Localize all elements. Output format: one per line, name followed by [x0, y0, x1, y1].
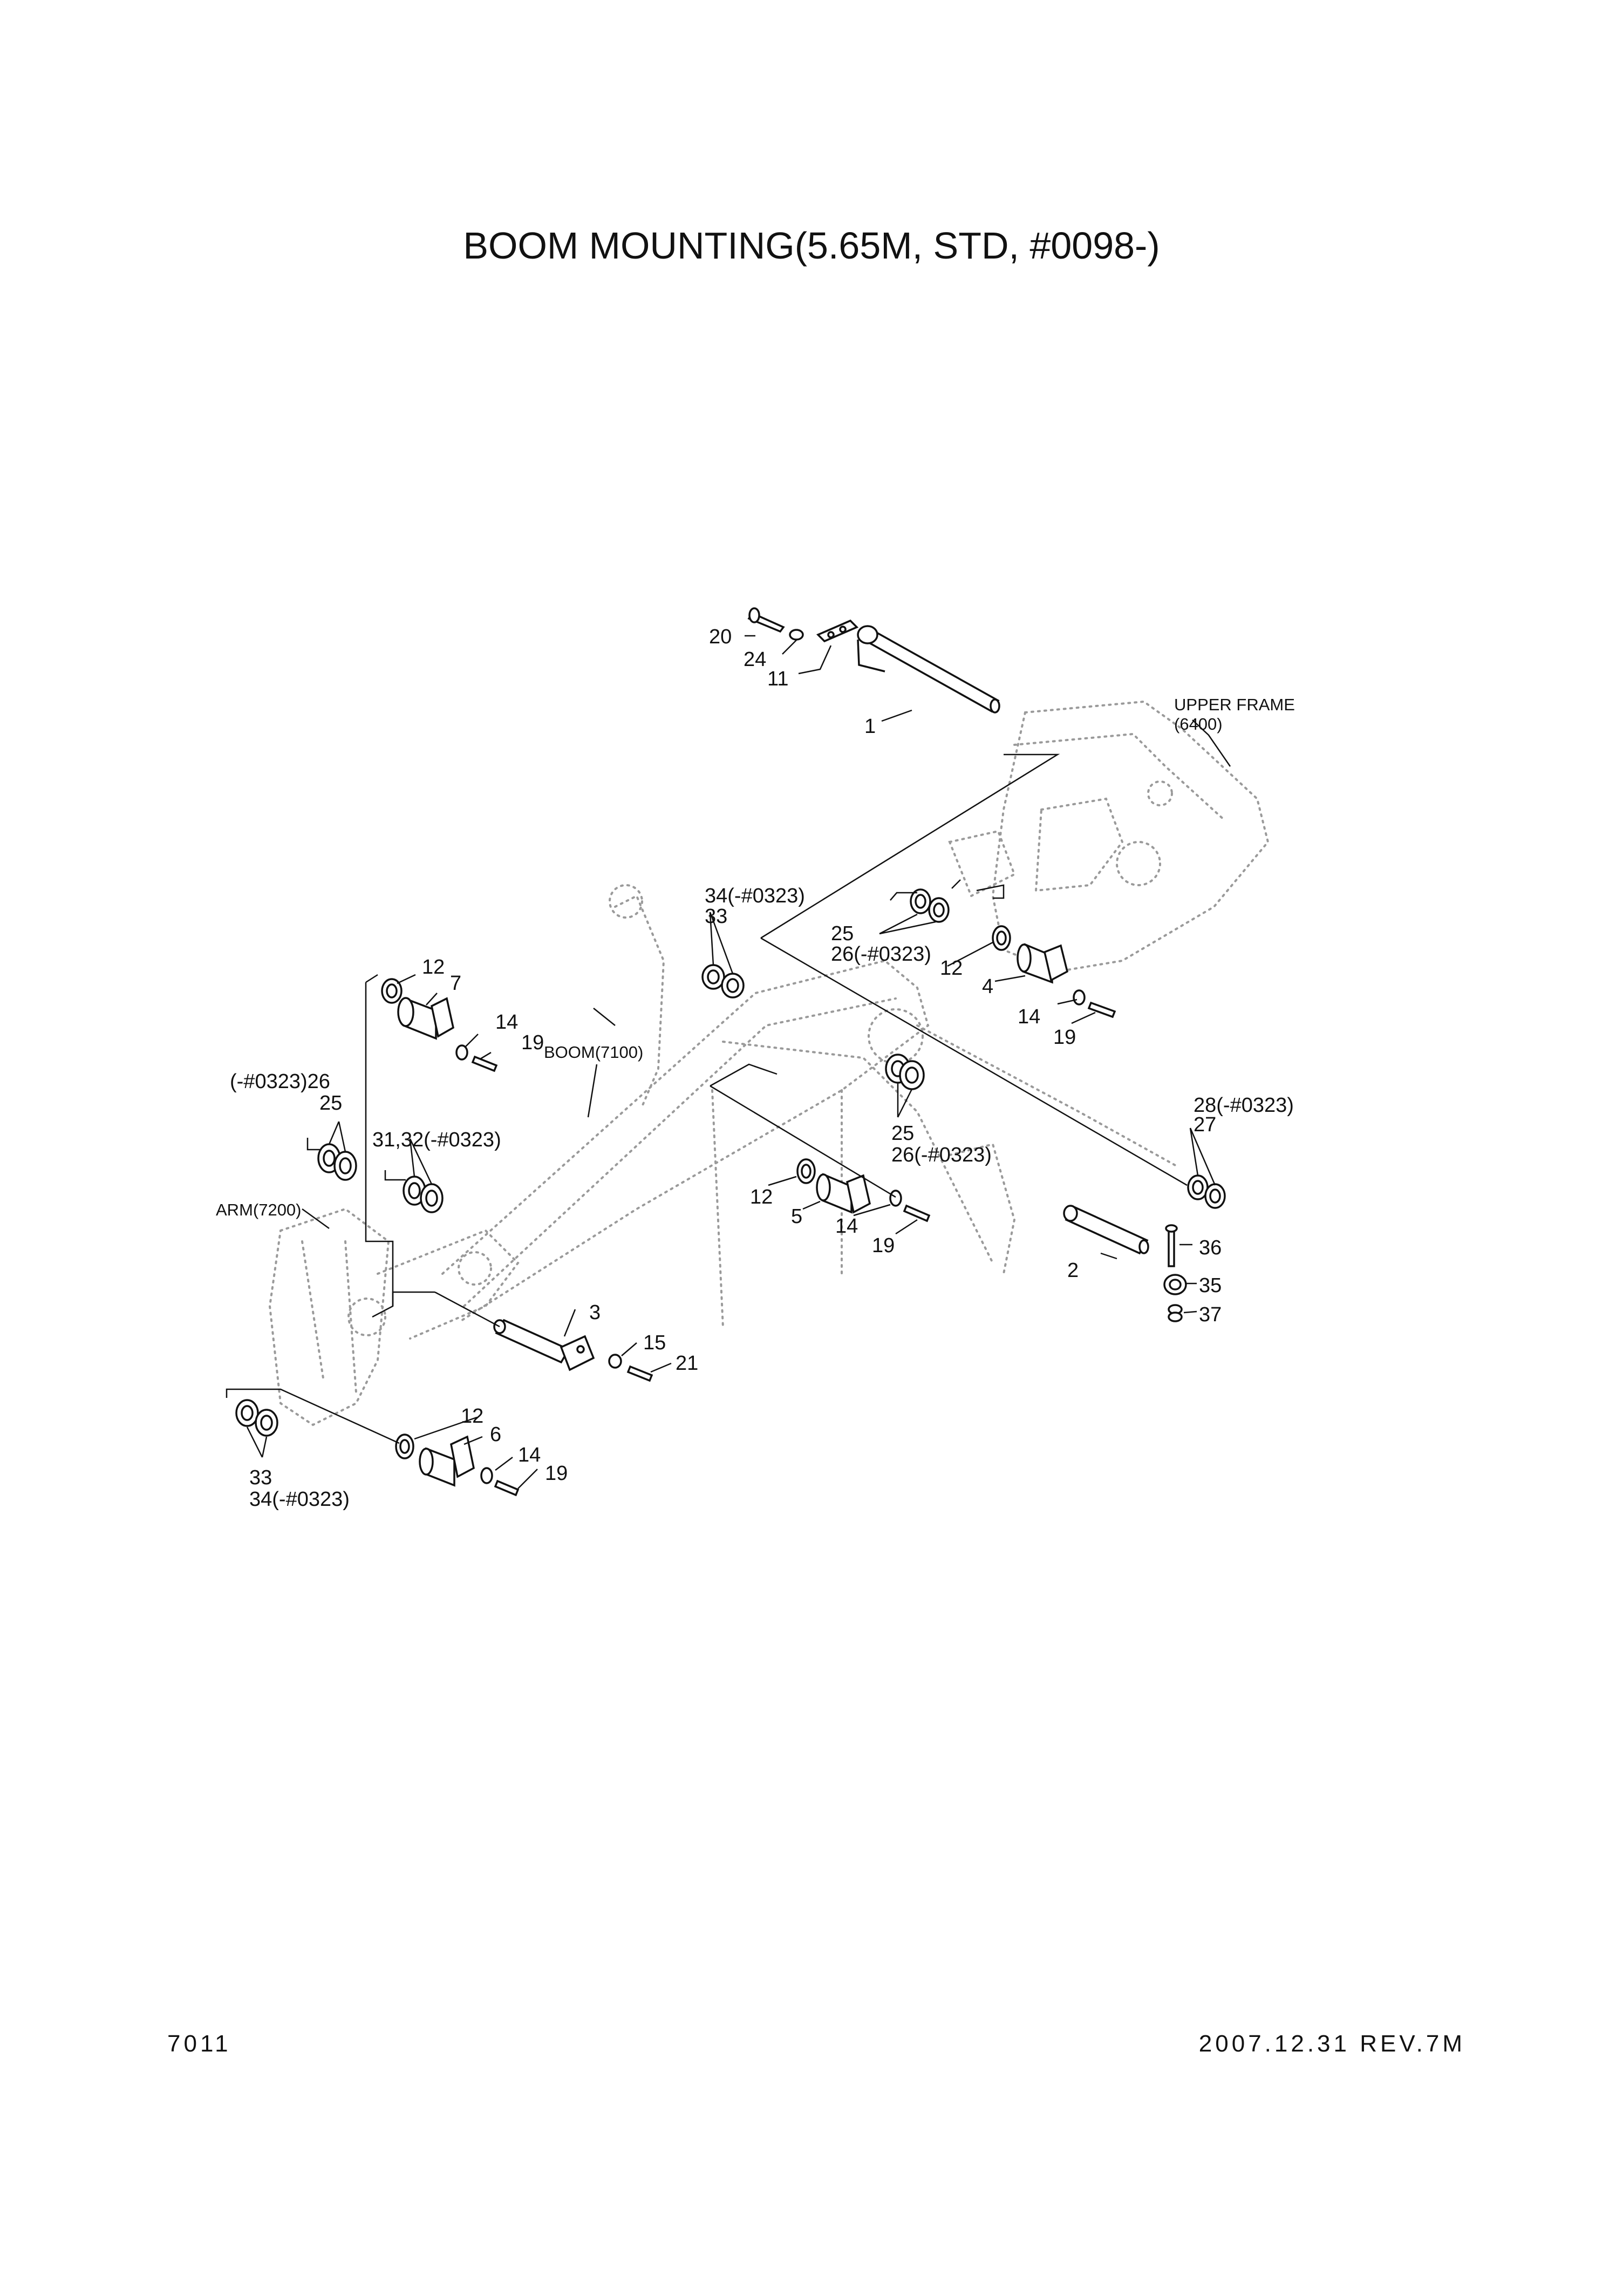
- bolt-19-mid: [903, 1204, 931, 1222]
- pin-6: [419, 1435, 475, 1487]
- plate-11: [816, 619, 859, 643]
- callout-19-mid: 19: [872, 1234, 895, 1257]
- callout-15: 15: [643, 1332, 666, 1354]
- bolt-21: [626, 1365, 653, 1382]
- callout-14-mid: 14: [835, 1215, 858, 1238]
- callout-2: 2: [1067, 1259, 1079, 1282]
- callout-19-right: 19: [1053, 1026, 1076, 1049]
- washer-12-right: [992, 925, 1011, 951]
- upper-frame-outline: [948, 700, 1270, 973]
- callout-11: 11: [767, 668, 788, 690]
- callout-28: 28(-#0323): [1194, 1094, 1294, 1117]
- page-title: BOOM MOUNTING(5.65M, STD, #0098-): [463, 225, 1160, 267]
- callout-27: 27: [1194, 1113, 1216, 1136]
- washer-pair-27-28: [1187, 1174, 1226, 1209]
- callout-19-b: 19: [545, 1462, 568, 1485]
- callout-6: 6: [490, 1423, 501, 1446]
- callout-20: 20: [709, 626, 732, 648]
- callout-12-a: 12: [422, 956, 445, 979]
- bolt-36: [1165, 1224, 1178, 1267]
- collar-35: [1163, 1274, 1187, 1295]
- pin-7: [397, 997, 454, 1040]
- washer-14-b: [480, 1467, 493, 1484]
- upper-frame-ref-label: (6400): [1174, 715, 1223, 733]
- washer-pair-25-26-left: [317, 1143, 357, 1181]
- washer-pair-31-32: [403, 1176, 444, 1213]
- callout-21: 21: [676, 1352, 698, 1375]
- bolt-19-b: [494, 1479, 520, 1497]
- part-callouts: 20 24 11 1 34(-#0323) 33 25 26(-#0323) 1…: [230, 626, 1294, 1511]
- date-revision: 2007.12.31 REV.7M: [1198, 2030, 1465, 2057]
- callout-37: 37: [1199, 1303, 1222, 1326]
- callout-33-bottom: 33: [249, 1466, 272, 1489]
- washer-pair-25-26-mid: [885, 1054, 925, 1090]
- arm-label: ARM(7200): [216, 1200, 302, 1219]
- callout-26-top: 26(-#0323): [831, 943, 931, 966]
- bolt-19-a: [471, 1055, 498, 1072]
- pin-4: [1017, 943, 1069, 984]
- washer-14-a: [455, 1044, 468, 1061]
- pin-5: [816, 1173, 871, 1214]
- pin-3: [493, 1319, 595, 1371]
- callout-12-mid: 12: [750, 1186, 773, 1208]
- assembly-labels: UPPER FRAME (6400) BOOM(7100) ARM(7200): [216, 695, 1295, 1219]
- boom-label: BOOM(7100): [544, 1043, 643, 1062]
- callout-14-b: 14: [518, 1444, 541, 1466]
- callout-1: 1: [864, 715, 876, 738]
- callout-35: 35: [1199, 1274, 1222, 1297]
- washer-12-a: [381, 978, 403, 1004]
- callout-34-top: 34(-#0323): [705, 885, 805, 907]
- boom-outline: [441, 884, 1177, 1329]
- callout-31-32: 31,32(-#0323): [372, 1129, 501, 1151]
- washer-pair-33-34-bottom: [235, 1399, 278, 1437]
- callout-12-b: 12: [461, 1405, 483, 1428]
- pin-1: [857, 625, 1000, 714]
- callout-7: 7: [450, 972, 461, 995]
- callout-24: 24: [744, 648, 766, 671]
- callout-4: 4: [982, 975, 993, 998]
- callout-26-mid: 26(-#0323): [891, 1144, 992, 1166]
- bolt-19-right: [1087, 1001, 1116, 1018]
- callout-19-a: 19: [521, 1031, 544, 1054]
- callout-14-a: 14: [495, 1011, 518, 1034]
- callout-26-left: (-#0323)26: [230, 1070, 330, 1093]
- washer-12-b: [395, 1434, 414, 1459]
- callout-25-mid: 25: [891, 1122, 914, 1145]
- callout-5: 5: [791, 1205, 802, 1228]
- leader-lines: [226, 635, 1231, 1489]
- callout-34-bottom: 34(-#0323): [249, 1488, 350, 1511]
- arm-outline: [268, 1207, 520, 1426]
- washer-14-right: [1073, 989, 1086, 1006]
- callout-14-right: 14: [1018, 1006, 1040, 1028]
- bolt-20: [747, 607, 785, 633]
- callout-3: 3: [589, 1301, 601, 1324]
- washer-15: [608, 1354, 622, 1369]
- washer-pair-33-34-top: [701, 964, 745, 998]
- callout-36: 36: [1199, 1237, 1222, 1259]
- page-number: 7011: [167, 2030, 231, 2057]
- pin-2: [1063, 1205, 1149, 1255]
- callout-33-top: 33: [705, 905, 727, 928]
- nut-37: [1168, 1304, 1183, 1322]
- washer-14-mid: [889, 1190, 902, 1207]
- callout-25-top: 25: [831, 922, 854, 945]
- washer-pair-25-26-top: [910, 888, 950, 923]
- upper-frame-label: UPPER FRAME: [1174, 695, 1295, 714]
- callout-12-right: 12: [940, 957, 963, 980]
- washer-12-mid: [796, 1158, 816, 1184]
- washer-24: [789, 629, 804, 641]
- callout-25-left: 25: [319, 1092, 342, 1115]
